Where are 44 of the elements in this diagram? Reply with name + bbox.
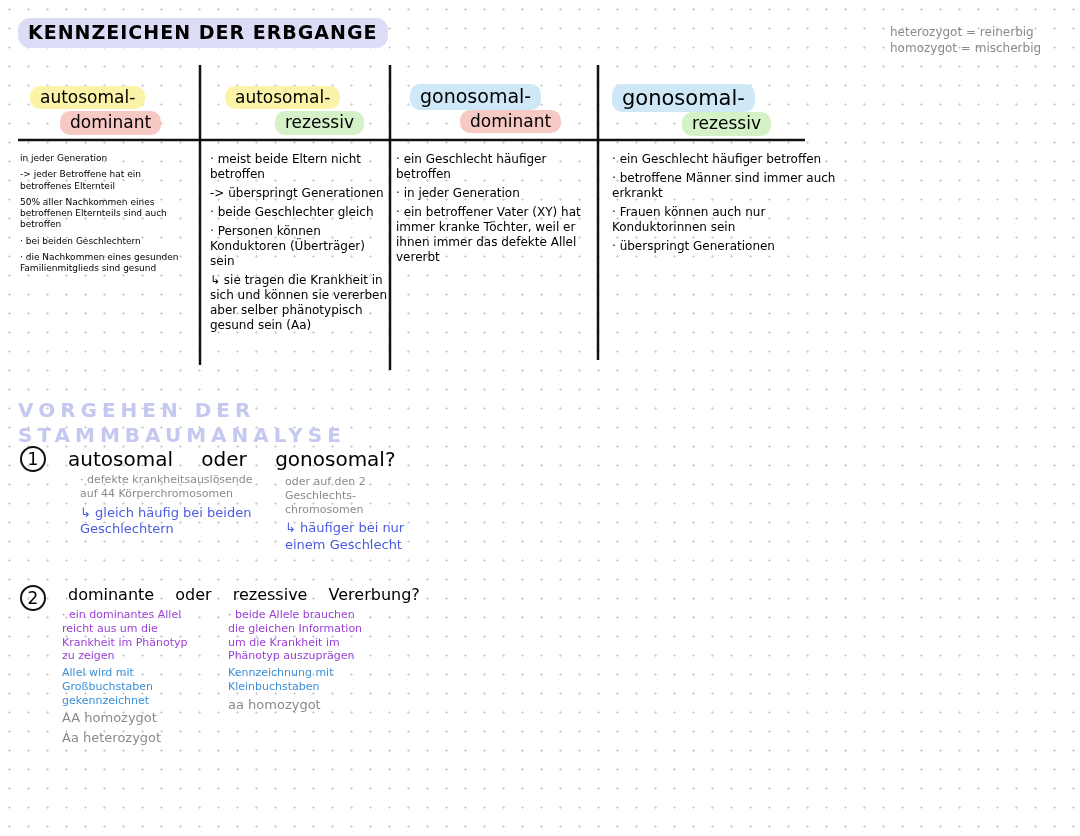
column-header: gonosomal- [612, 84, 755, 113]
table-cell-text: · ein Geschlecht häufiger betroffen [612, 152, 822, 167]
step-heading: dominante oder rezessive Vererbung? [68, 585, 420, 605]
table-cell-text: in jeder Generation [20, 153, 108, 165]
table-cell-text: 50% aller Nachkommen eines betroffenen Elternteils sind auch betroffen [20, 196, 168, 231]
table-cell-text: ↳ sie tragen die Krankheit in sich und können sie vererben aber selber phänotypisch gesund sein (Aa) [210, 273, 388, 333]
table-cell-text: · beide Geschlechter gleich [210, 205, 374, 220]
note-text: Allel wird mit Großbuchstaben gekennzeichnet [62, 666, 154, 708]
table-cell-text: · meist beide Eltern nicht betroffen [210, 152, 362, 182]
step-number: 2 [20, 585, 46, 611]
section-heading: VORGEHEN DER STAMMBAUMANALYSE [18, 398, 347, 448]
table-cell-text: · Personen können Konduktoren (Überträger) sein [210, 224, 366, 269]
note-text: ↳ häufiger bei nur einem Geschlecht [285, 520, 406, 553]
note-text: aa homozygot [228, 696, 321, 713]
note-text: Aa heterozygot [62, 729, 162, 746]
note-text: oder auf den 2 Geschlechts-chromosomen [285, 475, 367, 517]
table-cell-text: · ein Geschlecht häufiger betroffen [396, 152, 548, 182]
table-cell-text: · ein betroffener Vater (XY) hat immer kranke Töchter, weil er ihnen immer das defekte Allel vererbt [396, 205, 582, 265]
note-text: Kennzeichnung mit Kleinbuchstaben [228, 666, 335, 694]
table-cell-text: · überspringt Generationen [612, 239, 775, 254]
note-text: homozygot = mischerbig [890, 41, 1042, 56]
table-cell-text: · bei beiden Geschlechtern [20, 235, 141, 247]
column-header: dominant [60, 111, 162, 135]
table-cell-text: · betroffene Männer sind immer auch erkrankt [612, 171, 837, 201]
step-heading: autosomal oder gonosomal? [68, 447, 396, 472]
note-text: ↳ gleich häufig bei beiden Geschlechtern [80, 504, 253, 537]
table-cell-text: -> jeder Betroffene hat ein betroffenes Elternteil [20, 169, 142, 192]
table-cell-text: · in jeder Generation [396, 186, 520, 201]
column-header: autosomal- [225, 86, 341, 110]
column-header: rezessiv [682, 112, 771, 136]
step-number: 1 [20, 446, 46, 472]
table-cell-text: · die Nachkommen eines gesunden Familienmitglieds sind gesund [20, 251, 180, 275]
note-text: · ein dominantes Allel reicht aus um die Krankheit im Phänotyp zu zeigen [62, 608, 189, 663]
table-cell-text: · Frauen können auch nur Konduktorinnen sein [612, 205, 767, 235]
note-text: · defekte krankheitsauslösende auf 44 Körperchromosomen [80, 473, 254, 501]
column-header: dominant [460, 109, 562, 133]
column-header: rezessiv [275, 111, 364, 135]
column-header: autosomal- [30, 86, 146, 110]
note-text: · beide Allele brauchen die gleichen Information um die Krankheit im Phänotyp auszuprägen [228, 608, 364, 663]
note-text: AA homozygot [62, 710, 157, 727]
note-text: heterozygot = reinerbig [890, 25, 1034, 40]
column-header: gonosomal- [410, 84, 542, 110]
title-heading: KENNZEICHEN DER ERBGANGE [18, 18, 388, 48]
table-cell-text: -> überspringt Generationen [210, 186, 384, 201]
